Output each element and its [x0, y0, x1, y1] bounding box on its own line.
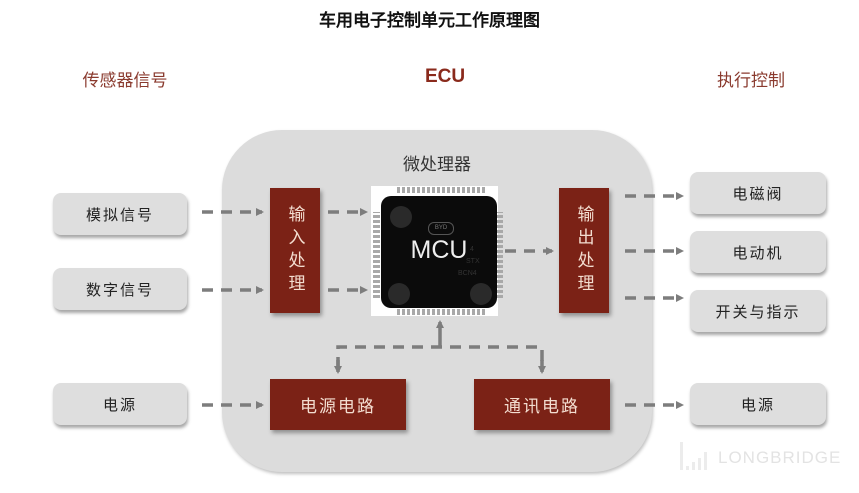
comm-circuit-label: 通讯电路: [504, 397, 580, 417]
mcu-label: MCU: [410, 236, 468, 264]
column-heading-actuators: 执行控制: [717, 71, 785, 91]
column-heading-sensors: 传感器信号: [82, 71, 168, 91]
power-circuit-label: 电源电路: [300, 397, 376, 417]
input-analog-signal-label: 模拟信号: [85, 205, 154, 224]
output-solenoid-valve: 电磁阀: [690, 172, 826, 214]
bus-line: [336, 345, 544, 368]
input-digital-signal: 数字信号: [53, 268, 187, 310]
watermark-logo-icon: [680, 442, 707, 470]
input-power-supply: 电源: [53, 383, 187, 425]
output-processing-label: 输出处理: [573, 204, 594, 297]
output-motor: 电动机: [690, 231, 826, 273]
input-processing-block: 输入处理: [270, 188, 320, 313]
comm-circuit-block: 通讯电路: [474, 379, 610, 430]
output-switch-indicator-label: 开关与指示: [715, 302, 801, 321]
diagram-title: 车用电子控制单元工作原理图: [319, 11, 540, 31]
chip-pins-left: [373, 212, 380, 298]
output-processing-block: 输出处理: [559, 188, 609, 313]
chip-pins-top: [397, 187, 485, 193]
chip-pins-bottom: [397, 309, 485, 315]
chip-marking: BCN4: [458, 270, 477, 277]
chip-dimple: [388, 283, 410, 305]
chip-pins-right: [496, 212, 503, 298]
watermark-text: LONGBRIDGE: [718, 448, 842, 467]
microprocessor-label: 微处理器: [403, 155, 471, 175]
chip-marking: 4: [470, 246, 474, 253]
chip-marking: STX: [466, 258, 480, 265]
input-analog-signal: 模拟信号: [53, 193, 187, 235]
power-circuit-block: 电源电路: [270, 379, 406, 430]
output-solenoid-valve-label: 电磁阀: [732, 184, 784, 203]
chip-dimple: [390, 206, 412, 228]
output-power-supply-label: 电源: [740, 395, 775, 414]
output-power-supply: 电源: [690, 383, 826, 425]
chip-dimple: [470, 283, 492, 305]
column-heading-ecu: ECU: [424, 66, 466, 87]
input-processing-label: 输入处理: [284, 204, 305, 297]
input-digital-signal-label: 数字信号: [85, 280, 154, 299]
output-motor-label: 电动机: [732, 243, 784, 262]
input-power-supply-label: 电源: [102, 395, 137, 414]
chip-logo: BYD: [428, 222, 454, 235]
output-switch-indicator: 开关与指示: [690, 290, 826, 332]
